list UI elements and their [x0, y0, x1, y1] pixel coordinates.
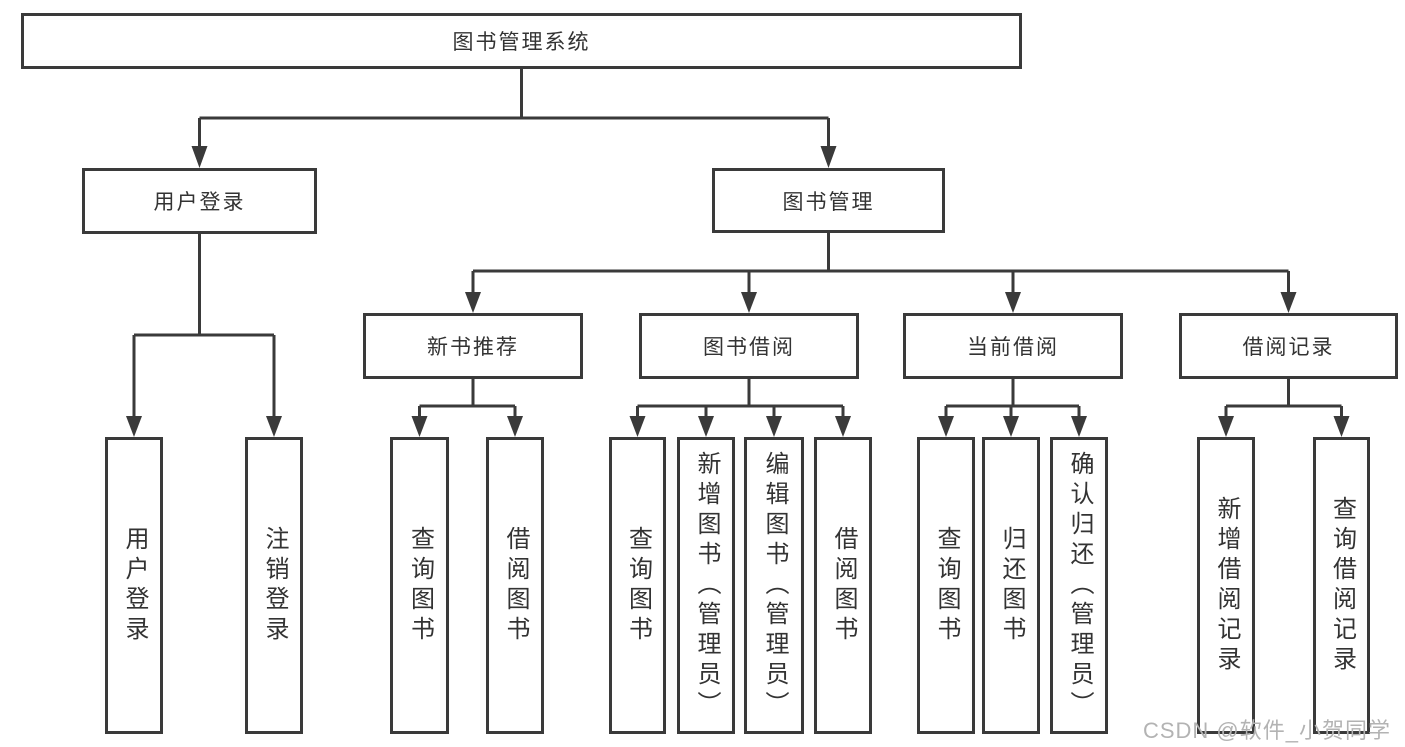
node-new-book-recommend-label: 新书推荐	[427, 336, 519, 359]
node-borrow-records-label: 借阅记录	[1242, 336, 1335, 359]
leaf-borrow-query-books: 查询图书	[609, 437, 666, 734]
leaf-return-books: 归还图书	[982, 437, 1040, 734]
node-library-system-label: 图书管理系统	[452, 31, 591, 54]
node-library-system: 图书管理系统	[21, 13, 1022, 69]
leaf-recommend-borrow-books-label: 借阅图书	[502, 525, 529, 646]
leaf-add-books-admin: 新增图书（管理员）	[677, 437, 735, 734]
csdn-watermark: CSDN @软件_小贺同学	[1142, 718, 1391, 743]
leaf-borrow-books-label: 借阅图书	[830, 525, 857, 646]
leaf-edit-books-admin: 编辑图书（管理员）	[744, 437, 804, 734]
leaf-current-query-books: 查询图书	[917, 437, 975, 734]
leaf-recommend-borrow-books: 借阅图书	[486, 437, 544, 734]
node-book-borrow: 图书借阅	[639, 313, 859, 379]
node-book-borrow-label: 图书借阅	[703, 336, 795, 359]
leaf-query-borrow-record: 查询借阅记录	[1313, 437, 1370, 734]
leaf-borrow-query-books-label: 查询图书	[624, 525, 652, 646]
node-current-borrow: 当前借阅	[903, 313, 1123, 379]
leaf-return-books-label: 归还图书	[998, 525, 1025, 646]
leaf-confirm-return-admin-label: 确认归还（管理员）	[1066, 450, 1093, 721]
leaf-recommend-query-books-label: 查询图书	[406, 525, 434, 646]
leaf-current-query-books-label: 查询图书	[933, 525, 960, 646]
leaf-logout-label: 注销登录	[261, 525, 288, 646]
leaf-confirm-return-admin: 确认归还（管理员）	[1050, 437, 1108, 734]
leaf-add-borrow-record-label: 新增借阅记录	[1213, 495, 1240, 676]
node-user-login: 用户登录	[82, 168, 317, 234]
leaf-add-books-admin-label: 新增图书（管理员）	[693, 450, 720, 721]
arrowheads	[126, 146, 1350, 437]
node-book-management-label: 图书管理	[782, 190, 875, 214]
leaf-add-borrow-record: 新增借阅记录	[1197, 437, 1255, 734]
leaf-logout: 注销登录	[245, 437, 303, 734]
leaf-recommend-query-books: 查询图书	[390, 437, 449, 734]
leaf-edit-books-admin-label: 编辑图书（管理员）	[761, 450, 788, 721]
node-current-borrow-label: 当前借阅	[967, 336, 1059, 359]
connector-paths	[132, 69, 1343, 421]
node-borrow-records: 借阅记录	[1179, 313, 1398, 379]
node-new-book-recommend: 新书推荐	[363, 313, 583, 379]
leaf-query-borrow-record-label: 查询借阅记录	[1328, 495, 1356, 676]
node-book-management: 图书管理	[712, 168, 945, 233]
leaf-borrow-books: 借阅图书	[814, 437, 872, 734]
leaf-user-login-label: 用户登录	[121, 525, 148, 646]
leaf-user-login: 用户登录	[105, 437, 163, 734]
node-user-login-label: 用户登录	[153, 191, 246, 214]
